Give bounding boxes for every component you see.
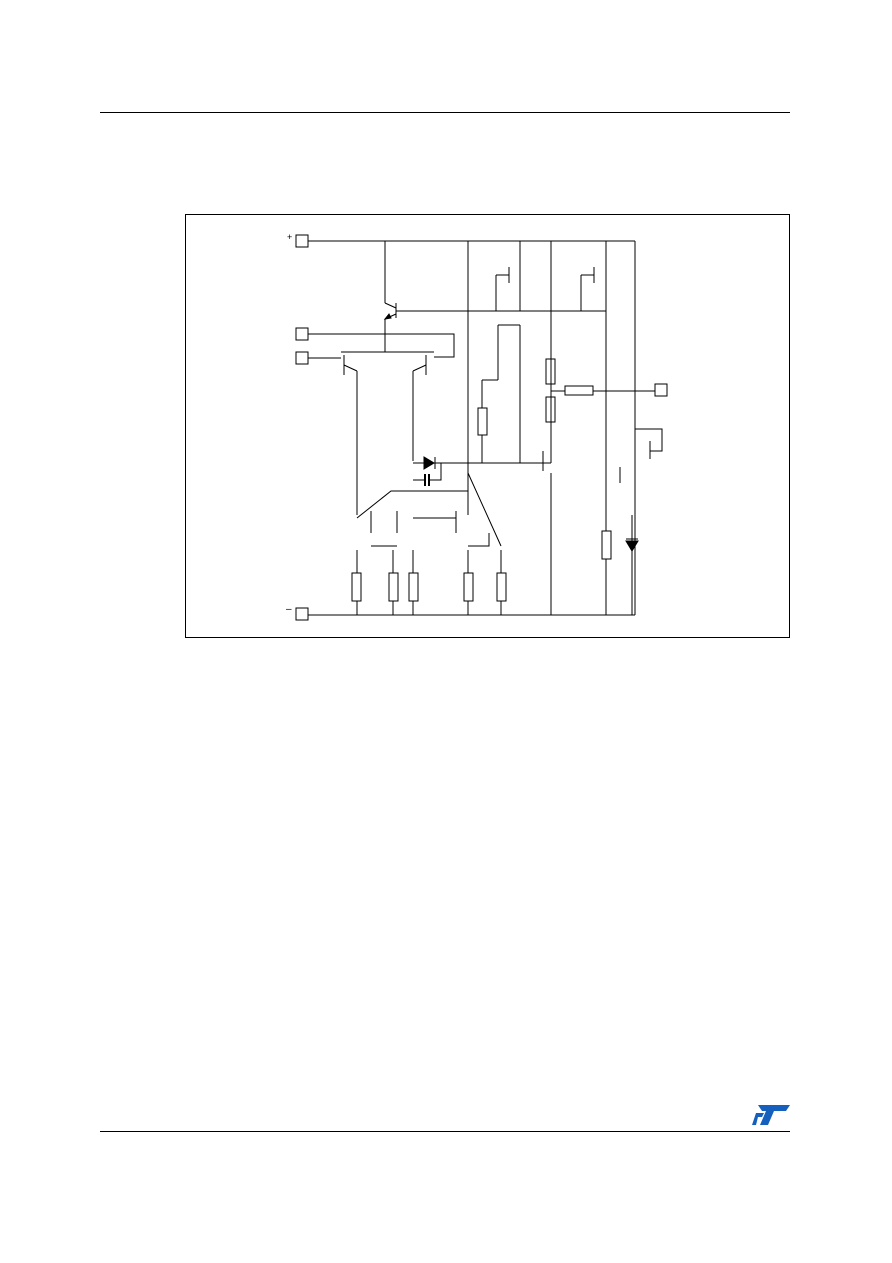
resistor-icon bbox=[564, 385, 594, 396]
positive-supply-label: + bbox=[287, 232, 292, 242]
resistor-icon bbox=[463, 572, 474, 602]
resistor-icon bbox=[545, 396, 556, 423]
input-transistor-left-collector bbox=[343, 364, 358, 372]
non-inverting-input-terminal bbox=[295, 351, 309, 365]
mirror-bias-wire bbox=[356, 490, 468, 519]
resistor-icon bbox=[408, 572, 419, 602]
mirror-link bbox=[468, 533, 490, 547]
inverting-input-terminal bbox=[295, 327, 309, 341]
input-transistor-right-collector bbox=[412, 364, 427, 372]
gain-stage-feed bbox=[467, 463, 502, 547]
diode-icon bbox=[423, 456, 435, 470]
negative-supply-label: – bbox=[286, 604, 292, 615]
header-rule bbox=[100, 112, 790, 113]
emitter-arrow-icon bbox=[383, 313, 392, 320]
resistor-icon bbox=[601, 530, 612, 560]
output-terminal bbox=[654, 383, 668, 397]
footer-rule bbox=[100, 1131, 790, 1132]
inverting-input-wire bbox=[308, 333, 455, 358]
resistor-icon bbox=[388, 572, 399, 602]
bias-transistor-collector bbox=[384, 302, 397, 309]
capacitor-right-wire bbox=[429, 463, 442, 481]
resistor-icon bbox=[496, 572, 507, 602]
resistor-icon bbox=[545, 358, 556, 385]
resistor-icon bbox=[477, 407, 488, 436]
positive-supply-terminal bbox=[295, 234, 309, 248]
negative-supply-terminal bbox=[295, 607, 309, 621]
protection-feedback bbox=[635, 428, 663, 452]
schematic-diagram-frame: + – bbox=[185, 214, 790, 638]
resistor-icon bbox=[351, 572, 362, 602]
st-logo-icon bbox=[752, 1105, 790, 1125]
schematic-diagram: + – bbox=[286, 232, 668, 621]
